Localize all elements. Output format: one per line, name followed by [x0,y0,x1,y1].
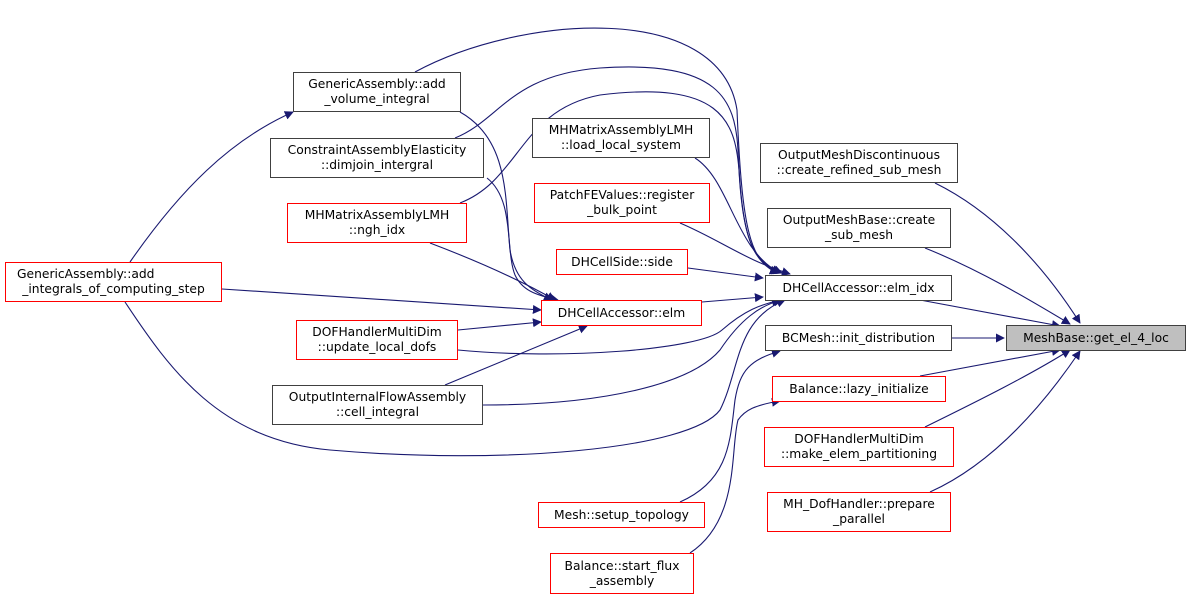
node-label: MHMatrixAssemblyLMH [548,123,694,137]
edge [919,299,1061,329]
node-start-flux-assembly[interactable]: Balance::start_flux_assembly [550,553,694,594]
node-load-local-system[interactable]: MHMatrixAssemblyLMH::load_local_system [532,118,710,158]
node-label: _parallel [833,512,885,526]
node-label: ConstraintAssemblyElasticity [287,143,467,157]
node-label: OutputMeshBase::create [782,213,936,227]
edge [221,288,542,314]
node-label: Mesh::setup_topology [554,507,689,522]
edge [486,177,559,303]
node-ngh-idx[interactable]: MHMatrixAssemblyLMH::ngh_idx [287,203,467,243]
node-make-elem-partitioning[interactable]: DOFHandlerMultiDim::make_elem_partitioni… [764,427,954,467]
edge [929,350,1081,493]
edge [924,247,1071,325]
edge [924,349,1071,428]
node-register-bulk-point[interactable]: PatchFEValues::register_bulk_point [534,183,710,223]
node-label: _bulk_point [587,203,657,217]
node-prepare-parallel[interactable]: MH_DofHandler::prepare_parallel [767,492,951,532]
node-label: _volume_integral [324,92,430,106]
node-create-refined-sub-mesh[interactable]: OutputMeshDiscontinuous::create_refined_… [760,143,958,183]
node-elm-idx[interactable]: DHCellAccessor::elm_idx [765,275,952,301]
node-label: ::dimjoin_intergral [320,158,434,172]
node-label: ::load_local_system [561,138,681,152]
node-label: BCMesh::init_distribution [781,330,936,345]
node-label: ::cell_integral [335,405,419,419]
edge [701,293,764,303]
node-label: ::ngh_idx [348,223,406,237]
node-label: GenericAssembly::add [17,267,155,281]
node-add-integrals-of-computing-step[interactable]: GenericAssembly::add_integrals_of_comput… [5,262,222,302]
node-label: DHCellAccessor::elm_idx [782,280,935,295]
node-cell-integral[interactable]: OutputInternalFlowAssembly::cell_integra… [272,385,483,425]
node-dhcellside-side[interactable]: DHCellSide::side [556,249,688,275]
node-label: ::create_refined_sub_mesh [776,163,942,177]
node-label: _assembly [589,573,655,588]
node-create-sub-mesh[interactable]: OutputMeshBase::create_sub_mesh [767,208,951,248]
node-update-local-dofs[interactable]: DOFHandlerMultiDim::update_local_dofs [296,320,458,360]
edge [459,91,783,275]
node-label: OutputInternalFlowAssembly [288,390,467,404]
node-root-get-el-4-loc[interactable]: MeshBase::get_el_4_loc [1006,325,1186,351]
edge [444,324,588,386]
node-label: DOFHandlerMultiDim [794,432,924,446]
node-dimjoin-intergral[interactable]: ConstraintAssemblyElasticity::dimjoin_in… [270,138,484,178]
node-add-volume-integral[interactable]: GenericAssembly::add_volume_integral [293,72,461,112]
edge [689,397,781,554]
node-label: GenericAssembly::add [308,77,446,91]
edge [687,267,764,282]
edge [482,297,783,406]
edge [129,111,294,263]
edge [679,349,781,503]
edge [457,297,781,355]
node-label: DHCellAccessor::elm [557,305,686,320]
edge [919,347,1061,377]
node-label: Balance::lazy_initialize [789,381,929,396]
node-label: _sub_mesh [824,228,894,242]
node-lazy-initialize[interactable]: Balance::lazy_initialize [772,376,946,402]
node-label: OutputMeshDiscontinuous [777,148,940,162]
node-dhcellaccessor-elm[interactable]: DHCellAccessor::elm [541,300,702,326]
node-label: ::update_local_dofs [317,340,437,354]
node-label: DHCellSide::side [571,254,673,269]
node-label: ::make_elem_partitioning [780,447,938,461]
node-label: _integrals_of_computing_step [22,282,205,296]
edge [694,157,781,274]
node-label: DOFHandlerMultiDim [312,325,442,339]
node-label: MHMatrixAssemblyLMH [304,208,450,222]
node-setup-topology[interactable]: Mesh::setup_topology [538,502,705,528]
node-label: MH_DofHandler::prepare [783,497,935,511]
node-label: MeshBase::get_el_4_loc [1023,330,1169,345]
edge [414,27,779,275]
node-label: Balance::start_flux [564,558,680,573]
node-init-distribution[interactable]: BCMesh::init_distribution [765,325,952,351]
edge [124,298,786,457]
edge [934,182,1081,324]
edge [429,242,556,301]
node-label: PatchFEValues::register [549,188,695,202]
edge [457,318,542,331]
